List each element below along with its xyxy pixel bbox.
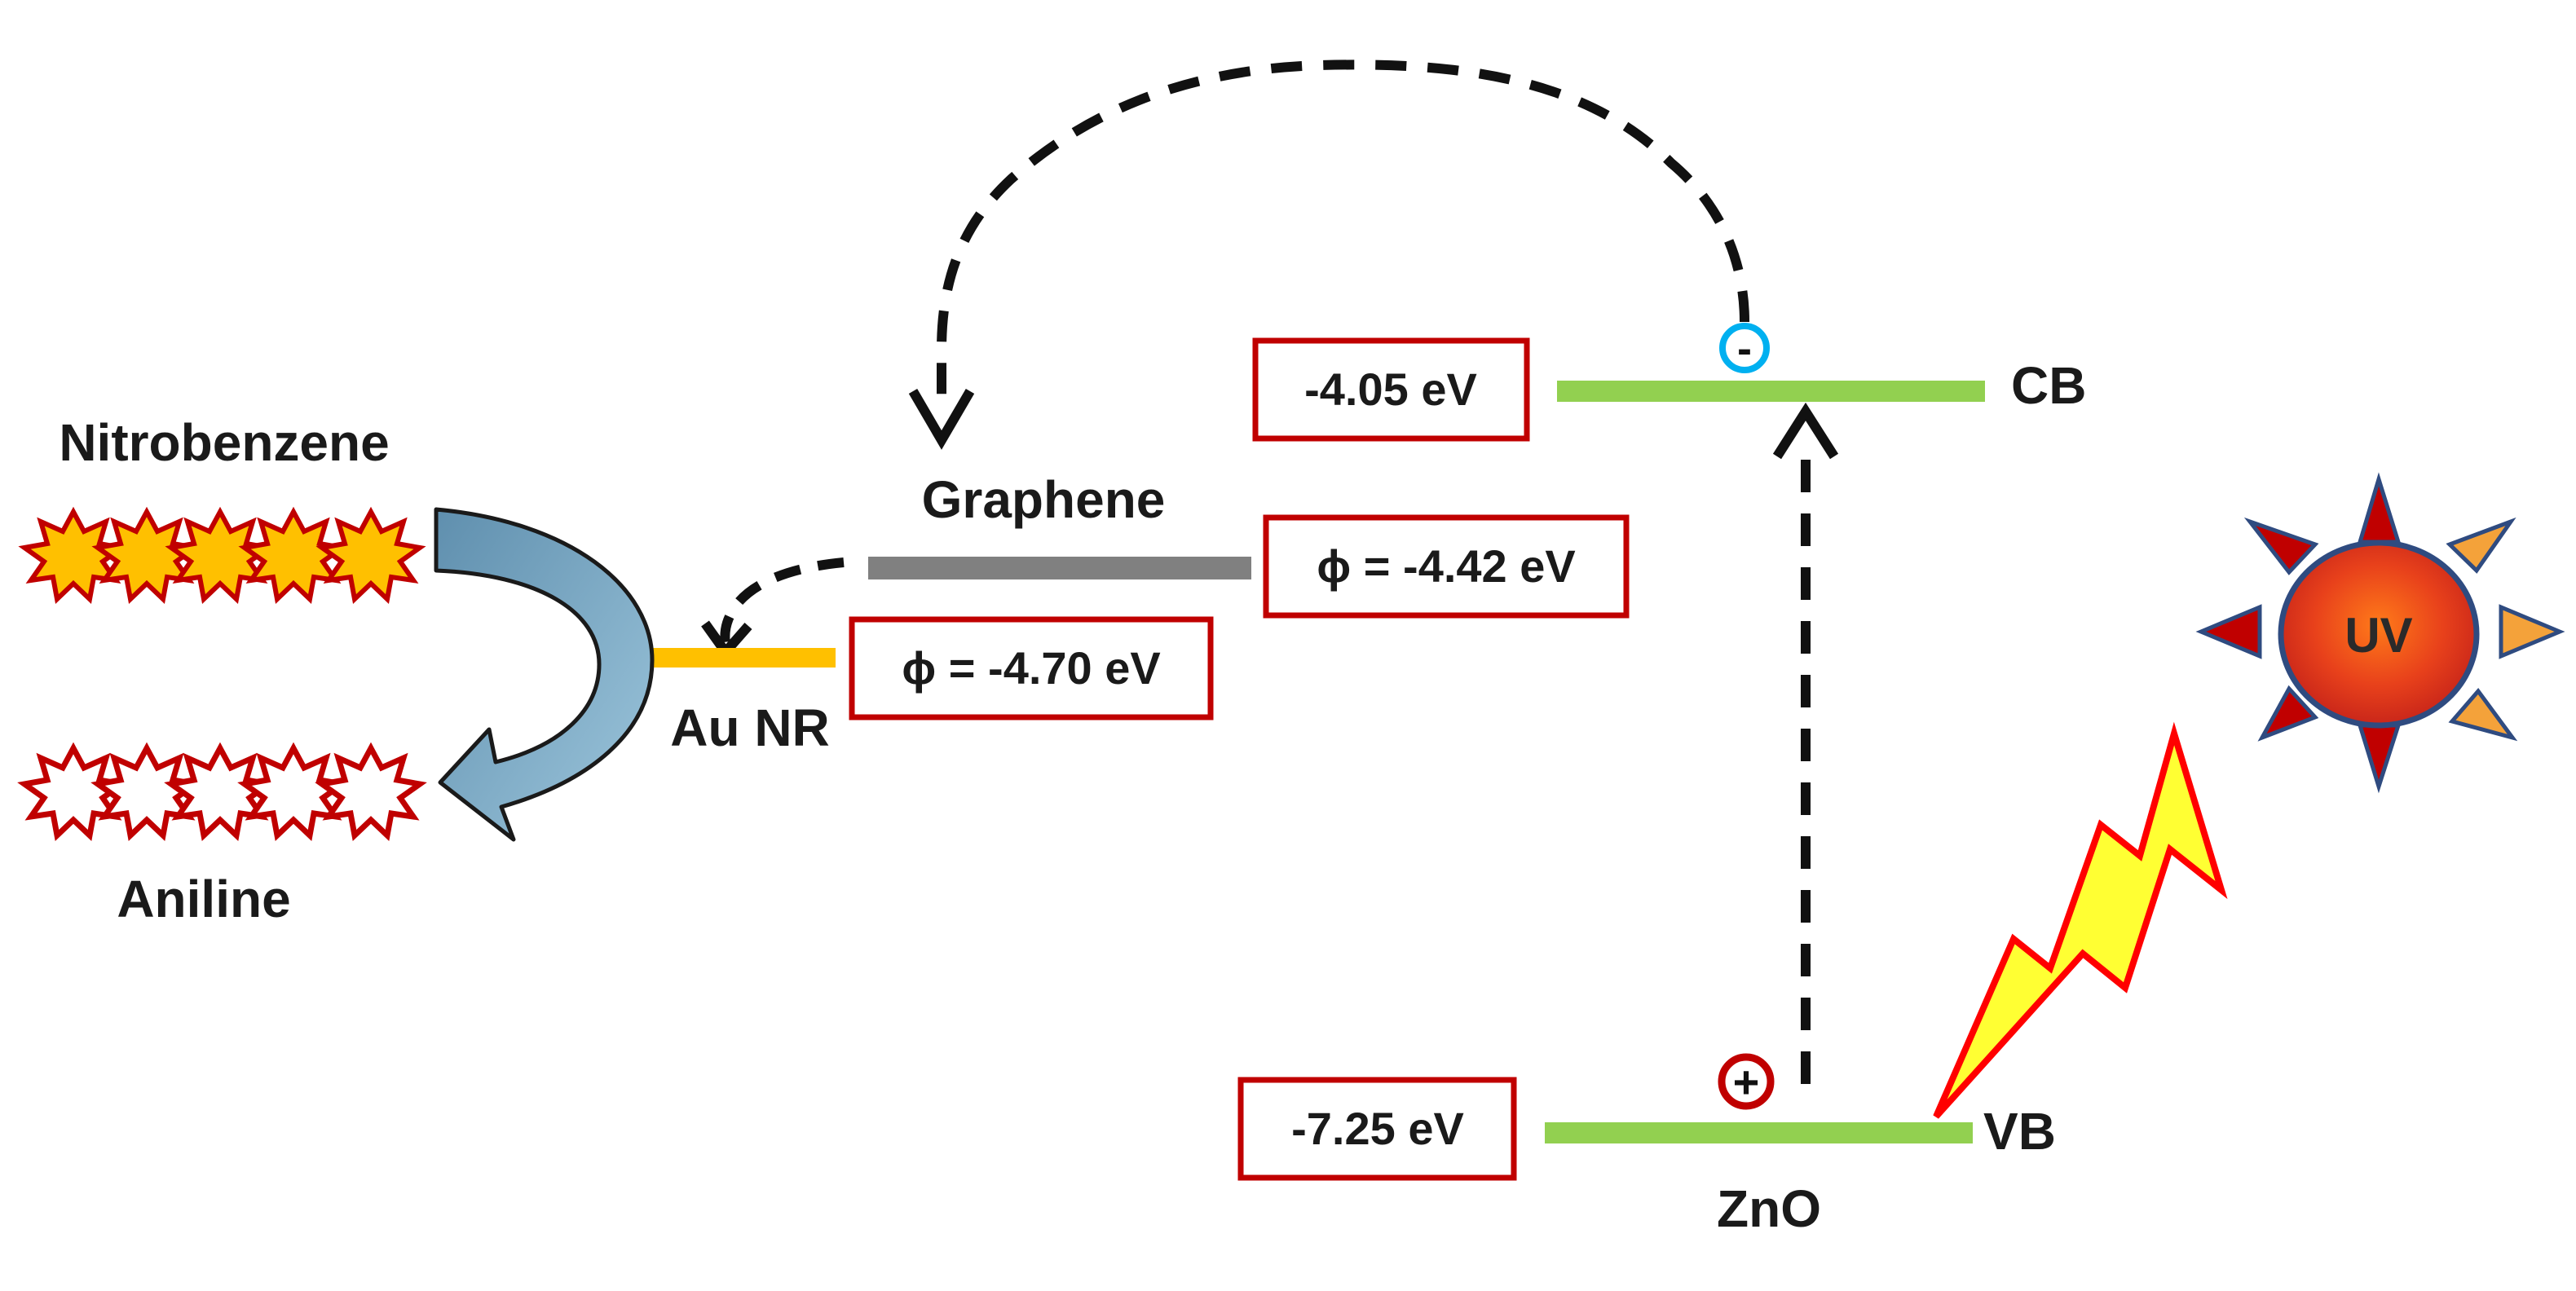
sun-ray: [2257, 685, 2319, 742]
conversion-curved-arrow: [434, 507, 655, 842]
zno-label: ZnO: [1717, 1179, 1821, 1238]
sun-ray: [2357, 723, 2402, 794]
sun-ray: [2357, 472, 2402, 544]
hole-sign: +: [1733, 1056, 1760, 1108]
electron-transfer-arc: [937, 59, 1749, 408]
electron-marker: -: [1719, 323, 1770, 373]
sun-ray: [2446, 517, 2516, 574]
valence-band-line: [1545, 1122, 1973, 1143]
excitation-arrowhead: [1772, 402, 1839, 460]
graphene-to-au-arc: [720, 557, 845, 645]
lightning-bolt-icon: [1933, 721, 2228, 1119]
sun-ray: [2448, 687, 2518, 742]
cb-label: CB: [2011, 356, 2086, 415]
au-nr-label: Au NR: [670, 698, 830, 757]
nitrobenzene-molecule-icon: [18, 506, 420, 604]
graphene-level-line: [868, 557, 1251, 579]
graphene-workfunction-value: ϕ = -4.42 eV: [1317, 540, 1576, 592]
aniline-label: Aniline: [117, 870, 290, 928]
sun-ray: [2195, 604, 2262, 659]
uv-label: UV: [2344, 608, 2412, 663]
aniline-molecule-icon: [17, 742, 420, 841]
graphene-workfunction-box: ϕ = -4.42 eV: [1263, 514, 1630, 619]
uv-sun-icon: UV: [2195, 472, 2565, 794]
cb-energy-value: -4.05 eV: [1304, 364, 1477, 415]
au-workfunction-value: ϕ = -4.70 eV: [902, 642, 1161, 694]
nitrobenzene-label: Nitrobenzene: [59, 413, 389, 472]
hole-marker: +: [1718, 1053, 1775, 1110]
sun-ray: [2499, 604, 2565, 659]
electron-sign: -: [1737, 324, 1752, 373]
au-nr-level-line: [648, 648, 836, 668]
vb-energy-value: -7.25 eV: [1291, 1103, 1464, 1154]
vb-energy-box: -7.25 eV: [1237, 1077, 1517, 1181]
sun-ray: [2243, 517, 2319, 575]
vb-label: VB: [1983, 1102, 2056, 1161]
arc-arrowhead: [908, 388, 975, 450]
au-workfunction-box: ϕ = -4.70 eV: [849, 616, 1214, 720]
graphene-label: Graphene: [922, 470, 1166, 529]
cb-energy-box: -4.05 eV: [1252, 337, 1530, 442]
conduction-band-line: [1557, 381, 1985, 402]
